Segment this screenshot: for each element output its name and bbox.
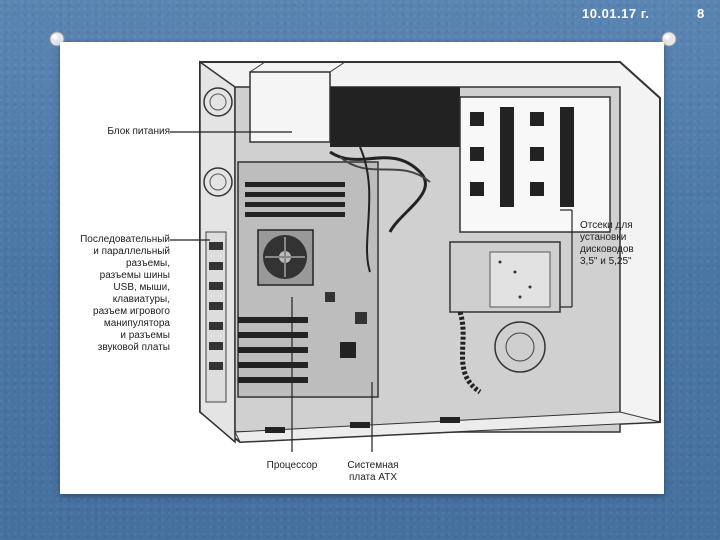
label-ports-line: звуковой платы [66,342,170,354]
label-drive-bays-line: установки [580,232,660,244]
image-card: Блок питания Последовательный и параллел… [60,42,664,494]
slide-date: 10.01.17 г. [582,6,649,21]
label-ports-line: и параллельный [66,246,170,258]
label-drive-bays: Отсеки для установки дисководов 3,5" и 5… [580,220,660,268]
label-ports-line: USB, мыши, [66,282,170,294]
label-ports-line: разъемы шины [66,270,170,282]
label-ports-line: Последовательный [66,234,170,246]
label-motherboard: Системная плата ATX [330,460,416,484]
label-drive-bays-line: Отсеки для [580,220,660,232]
label-ports-line: манипулятора [66,318,170,330]
label-ports-line: и разъемы [66,330,170,342]
label-ports: Последовательный и параллельный разъемы,… [66,234,170,354]
label-drive-bays-line: дисководов [580,244,660,256]
label-ports-line: клавиатуры, [66,294,170,306]
label-motherboard-line: плата ATX [330,472,416,484]
label-ports-line: разъем игрового [66,306,170,318]
label-ports-line: разъемы, [66,258,170,270]
label-power-supply: Блок питания [80,126,170,138]
label-processor: Процессор [250,460,334,472]
slide-page-number: 8 [697,6,704,21]
label-drive-bays-line: 3,5" и 5,25" [580,256,660,268]
label-motherboard-line: Системная [330,460,416,472]
